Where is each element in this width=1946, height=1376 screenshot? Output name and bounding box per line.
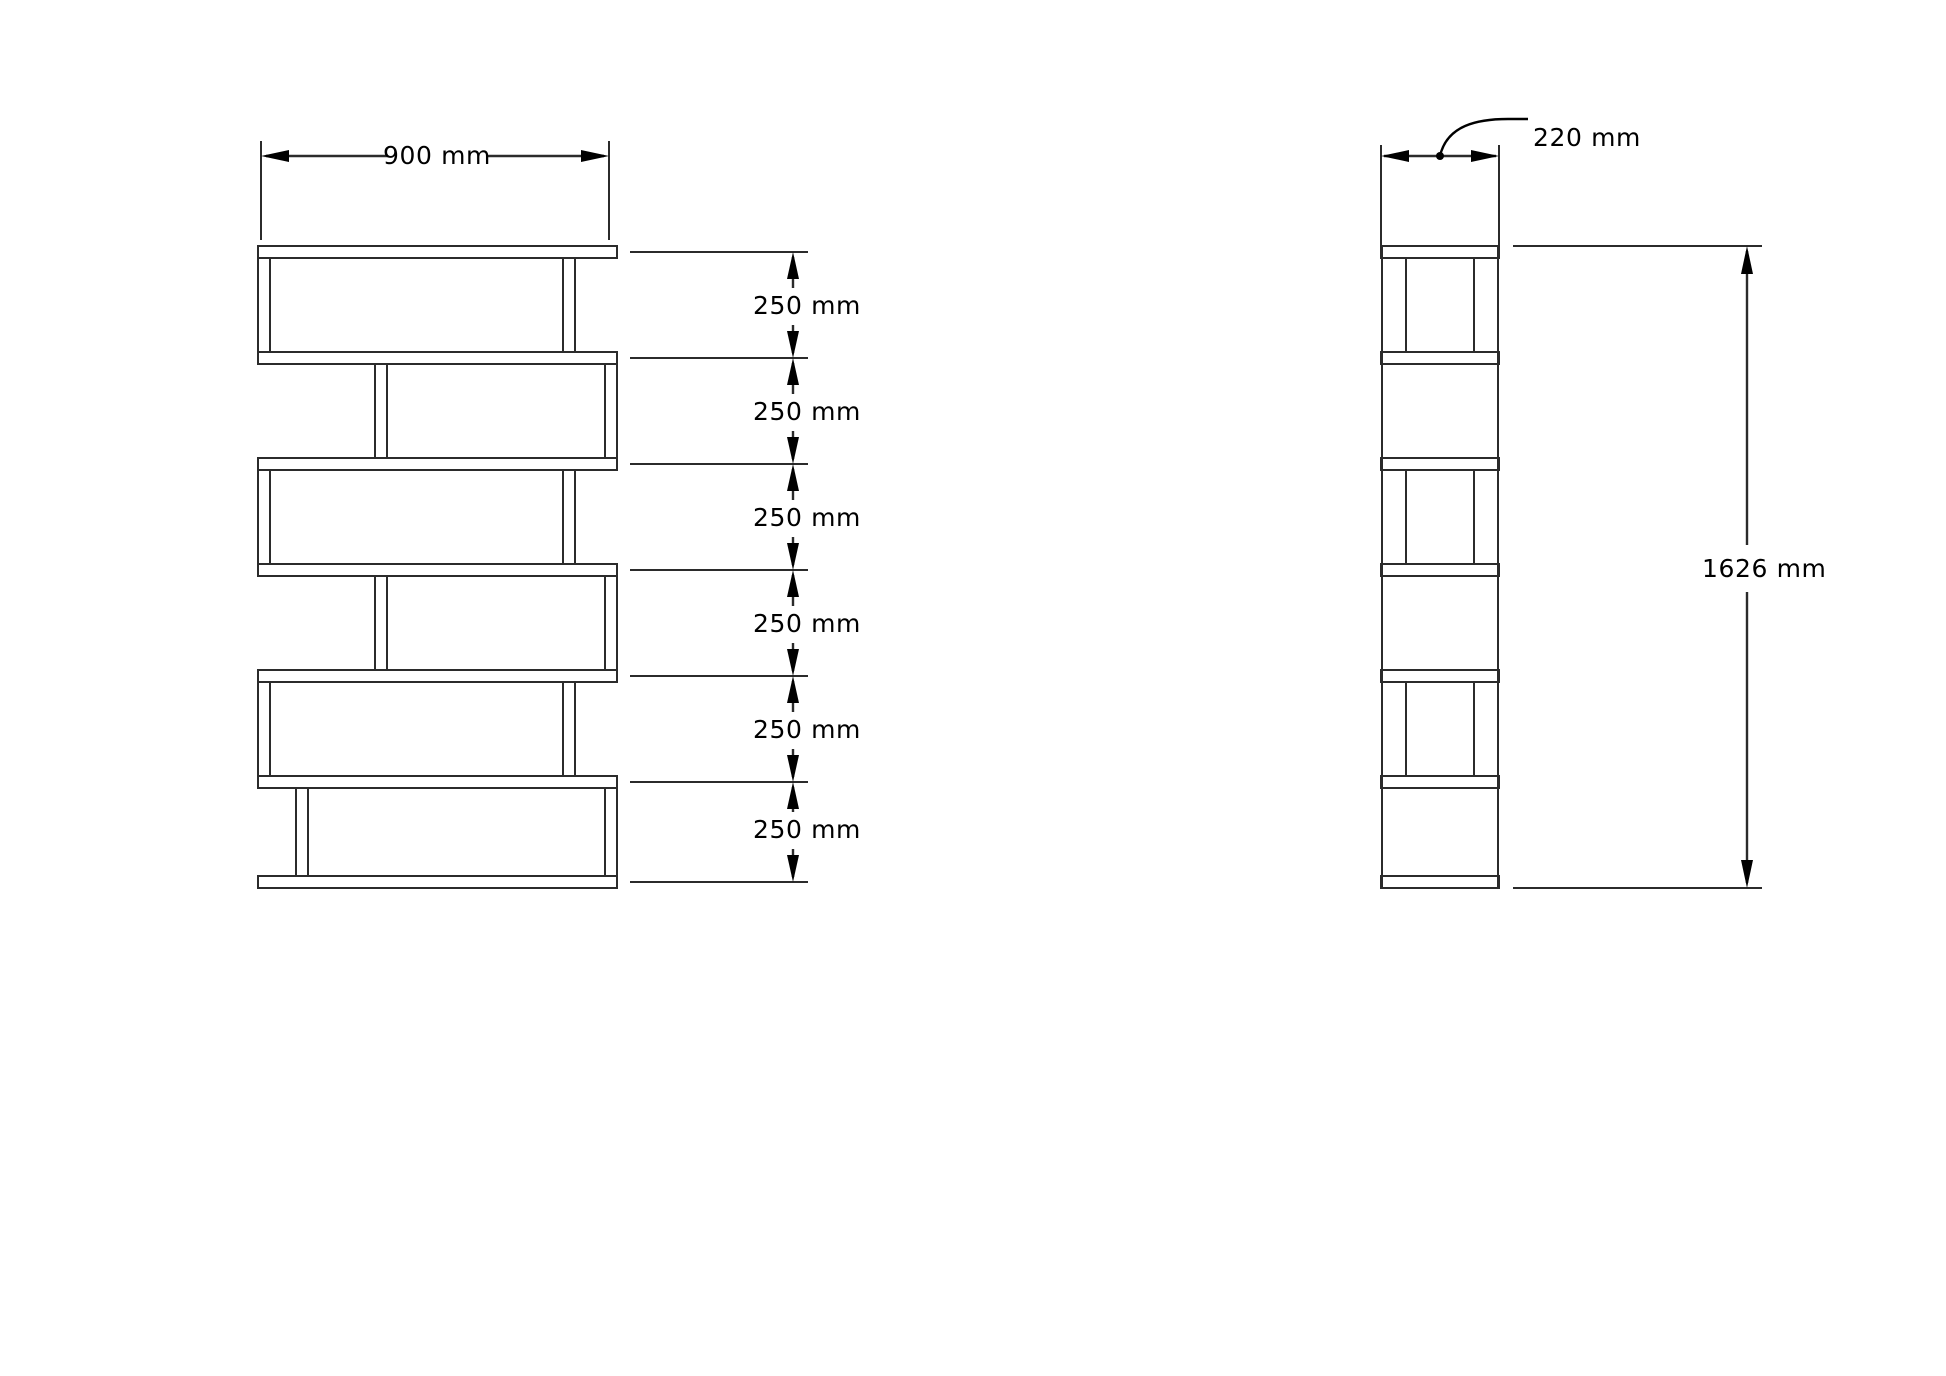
- spacing-label-1: 250 mm: [753, 291, 861, 320]
- shelf-board-7: [258, 876, 617, 888]
- side-elevation-view: 220 mm: [1380, 117, 1641, 888]
- depth-leader-line: [1438, 117, 1528, 157]
- spacing-arrow-2-top: [787, 358, 799, 385]
- spacing-label-3: 250 mm: [753, 503, 861, 532]
- spacing-arrow-6-top: [787, 782, 799, 809]
- side-shelf-board-4: [1381, 564, 1499, 576]
- upright-c1-left: [258, 258, 270, 352]
- side-shelf-board-5: [1381, 670, 1499, 682]
- spacing-label-5: 250 mm: [753, 715, 861, 744]
- spacing-arrow-3-bottom: [787, 543, 799, 570]
- spacing-arrow-5-top: [787, 676, 799, 703]
- shelf-board-6: [258, 776, 617, 788]
- upright-c4-right: [605, 576, 617, 670]
- shelf-spacing-dimension-chain: 250 mm 250 mm 250 mm 250 mm 250 mm 250 m…: [630, 251, 861, 883]
- upright-c6-right: [605, 788, 617, 876]
- upright-c6-left: [296, 788, 308, 876]
- spacing-label-6: 250 mm: [753, 815, 861, 844]
- spacing-arrow-6-bottom: [787, 855, 799, 882]
- spacing-arrow-2-bottom: [787, 437, 799, 464]
- depth-arrow-right: [1471, 150, 1499, 162]
- upright-c5-left: [258, 682, 270, 776]
- front-elevation-view: 900 mm: [258, 141, 617, 888]
- side-shelf-board-3: [1381, 458, 1499, 470]
- spacing-arrow-1-bottom: [787, 331, 799, 358]
- spacing-arrow-4-bottom: [787, 649, 799, 676]
- upright-c5-right: [563, 682, 575, 776]
- side-shelf-board-1: [1381, 246, 1499, 258]
- shelf-board-3: [258, 458, 617, 470]
- width-arrow-right: [581, 150, 609, 162]
- overall-height-dimension: 1626 mm: [1513, 245, 1826, 889]
- depth-dimension-label: 220 mm: [1533, 123, 1641, 152]
- upright-c3-left: [258, 470, 270, 564]
- height-dimension-label: 1626 mm: [1702, 554, 1826, 583]
- spacing-arrow-3-top: [787, 464, 799, 491]
- shelf-board-4: [258, 564, 617, 576]
- spacing-arrow-1-top: [787, 252, 799, 279]
- side-shelf-board-7: [1381, 876, 1499, 888]
- spacing-label-2: 250 mm: [753, 397, 861, 426]
- spacing-label-4: 250 mm: [753, 609, 861, 638]
- upright-c3-right: [563, 470, 575, 564]
- upright-c1-right: [563, 258, 575, 352]
- upright-c2-right: [605, 364, 617, 458]
- spacing-arrow-4-top: [787, 570, 799, 597]
- height-arrow-top: [1741, 246, 1753, 274]
- width-arrow-left: [261, 150, 289, 162]
- shelf-board-2: [258, 352, 617, 364]
- side-shelf-board-2: [1381, 352, 1499, 364]
- side-shelf-board-6: [1381, 776, 1499, 788]
- width-dimension-label: 900 mm: [383, 141, 491, 170]
- shelf-board-5: [258, 670, 617, 682]
- spacing-arrow-5-bottom: [787, 755, 799, 782]
- shelf-board-1: [258, 246, 617, 258]
- upright-c4-left: [375, 576, 387, 670]
- depth-arrow-left: [1381, 150, 1409, 162]
- upright-c2-left: [375, 364, 387, 458]
- height-arrow-bottom: [1741, 860, 1753, 888]
